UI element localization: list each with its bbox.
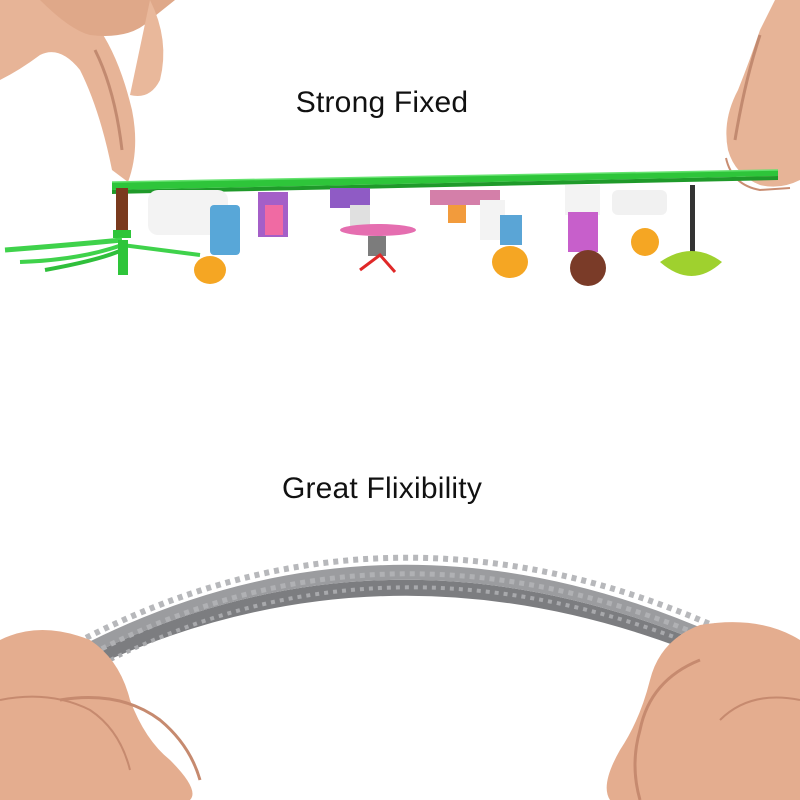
minifig-builds	[148, 185, 722, 286]
right-hand-top	[725, 0, 800, 192]
caption-great-flixibility: Great Flixibility	[281, 472, 483, 505]
right-hand-bottom	[606, 622, 800, 800]
gray-baseplate	[8, 554, 782, 712]
caption-strong-fixed: Strong Fixed	[295, 86, 469, 119]
left-hand-bottom	[0, 630, 202, 800]
left-hand-top	[0, 0, 175, 182]
palm-tree	[4, 188, 201, 275]
green-baseplate	[111, 169, 779, 194]
upside-down-scene	[0, 0, 800, 286]
